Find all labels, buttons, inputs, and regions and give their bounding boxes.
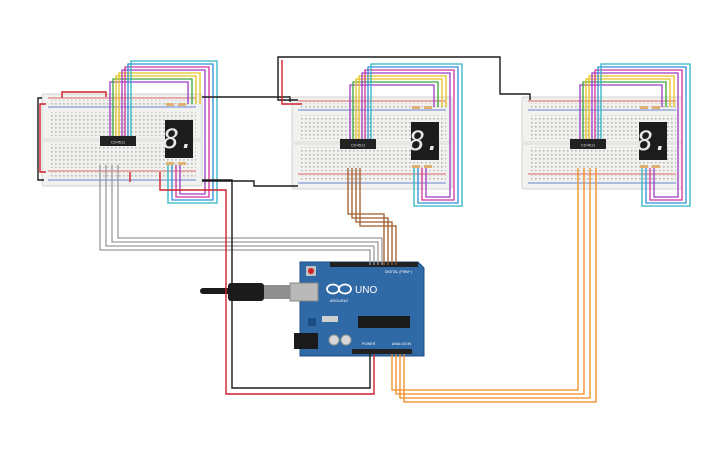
arduino-uno-board[interactable]: UNO ARDUINO DIGITAL (PWM~) POWER ANALOG … bbox=[289, 261, 425, 357]
resistor-group bbox=[166, 103, 660, 168]
analog-label: ANALOG IN bbox=[392, 342, 412, 346]
chip-label: CD4511 bbox=[111, 140, 126, 145]
chip-left[interactable]: CD4511 bbox=[100, 136, 136, 146]
segment-wires-right bbox=[579, 63, 691, 207]
seven-segment-display-center[interactable]: 8. bbox=[409, 122, 442, 160]
arduino-brand: ARDUINO bbox=[330, 298, 348, 303]
infinity-logo-icon bbox=[326, 283, 352, 295]
segment-wires-left bbox=[109, 60, 218, 204]
seven-segment-display-left[interactable]: 8. bbox=[163, 120, 196, 158]
power-analog-header[interactable] bbox=[352, 349, 412, 354]
seven-segment-display-right[interactable]: 8. bbox=[637, 122, 670, 160]
chip-right[interactable]: CD4511 bbox=[570, 139, 606, 149]
display-digit: 8. bbox=[637, 126, 670, 157]
usb-plug-icon[interactable] bbox=[200, 283, 290, 301]
power-wires bbox=[37, 56, 531, 187]
brown-signal-wires bbox=[347, 168, 397, 265]
segment-wires-center bbox=[349, 63, 463, 207]
power-jack[interactable] bbox=[294, 333, 318, 349]
chip-label: CD4511 bbox=[581, 143, 596, 148]
power-label: POWER bbox=[362, 342, 376, 346]
arduino-power-wires bbox=[159, 179, 375, 395]
chip-label: CD4511 bbox=[351, 143, 366, 148]
chip-center[interactable]: CD4511 bbox=[340, 139, 376, 149]
orange-signal-wires bbox=[391, 168, 597, 403]
digital-label: DIGITAL (PWM~) bbox=[385, 270, 412, 274]
reset-button[interactable] bbox=[308, 268, 314, 274]
gray-signal-wires bbox=[99, 165, 383, 265]
atmega-chip bbox=[358, 316, 410, 328]
display-digit: 8. bbox=[163, 124, 196, 155]
usb-port[interactable] bbox=[289, 282, 319, 302]
arduino-model: UNO bbox=[355, 285, 377, 296]
display-digit: 8. bbox=[409, 126, 442, 157]
